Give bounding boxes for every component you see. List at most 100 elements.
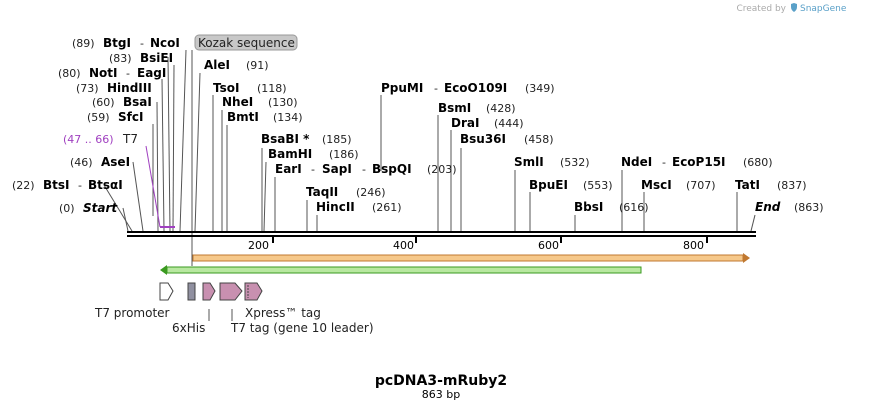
enzyme-name: BspQI [372, 162, 412, 176]
separator: - [140, 37, 144, 50]
enzyme-name: AseI [101, 155, 130, 169]
site-bsiei[interactable]: (83) BsiEI [109, 51, 173, 65]
site-noti-eagi[interactable]: (80) NotI - EagI [58, 66, 166, 80]
separator: - [311, 163, 315, 176]
credit-prefix: Created by [736, 4, 786, 14]
site-asei[interactable]: (46) AseI [70, 155, 130, 169]
feature-xpress[interactable] [219, 282, 243, 301]
feature-orange-arrow[interactable] [192, 253, 750, 263]
site-lines [103, 49, 756, 266]
enzyme-name: TsoI [213, 81, 239, 95]
site-pos: (863) [794, 201, 824, 214]
t7-primer-site [145, 145, 175, 228]
site-start[interactable]: (0) Start [59, 201, 118, 215]
site-msci[interactable]: MscI (707) [641, 178, 716, 192]
label-t7-promoter: T7 promoter [94, 306, 170, 320]
separator: - [434, 82, 438, 95]
primer-name: T7 [122, 132, 138, 146]
site-pos: (616) [619, 201, 649, 214]
enzyme-name: MscI [641, 178, 672, 192]
feature-unlabeled-tag[interactable] [244, 282, 263, 301]
enzyme-name: HindIII [107, 81, 152, 95]
enzyme-name: BbsI [574, 200, 603, 214]
site-t7[interactable]: (47 .. 66) T7 [63, 132, 138, 146]
t7-tag-arrow-icon [202, 282, 216, 301]
ruler: 200 400 600 800 [248, 237, 708, 252]
site-eari-sapi-bspqi[interactable]: EarI - SapI - BspQI (203) [275, 162, 457, 176]
site-pos: (0) [59, 202, 75, 215]
site-alei[interactable]: AleI (91) [204, 58, 269, 72]
enzyme-name: BamHI [268, 147, 312, 161]
site-smli[interactable]: SmlI (532) [514, 155, 590, 169]
site-pos: (185) [322, 133, 352, 146]
site-pos: (60) [92, 96, 115, 109]
site-hindiii[interactable]: (73) HindIII [76, 81, 152, 95]
enzyme-name: NdeI [621, 155, 652, 169]
ruler-label: 200 [248, 239, 269, 252]
enzyme-name: EcoO109I [444, 81, 507, 95]
site-pos: (89) [72, 37, 95, 50]
site-ppumi-ecoo109i[interactable]: PpuMI - EcoO109I (349) [381, 81, 555, 95]
site-bamhi[interactable]: BamHI (186) [268, 147, 359, 161]
site-bsmi[interactable]: BsmI (428) [438, 101, 516, 115]
site-pos: (707) [686, 179, 716, 192]
site-bmti[interactable]: BmtI (134) [227, 110, 303, 124]
site-pos: (83) [109, 52, 132, 65]
site-pos: (91) [246, 59, 269, 72]
site-tsoi[interactable]: TsoI (118) [213, 81, 287, 95]
site-bsai[interactable]: (60) BsaI [92, 95, 152, 109]
start-label: Start [83, 201, 118, 215]
tag-arrow-icon [244, 282, 263, 301]
separator: - [662, 156, 666, 169]
feature-6xhis[interactable] [187, 282, 196, 301]
site-nhei[interactable]: NheI (130) [222, 95, 298, 109]
enzyme-name: BtsI [43, 178, 70, 192]
enzyme-name: EagI [137, 66, 166, 80]
ruler-label: 600 [538, 239, 559, 252]
site-bsabi[interactable]: BsaBI * (185) [261, 132, 352, 146]
enzyme-name: SfcI [118, 110, 143, 124]
feature-t7-tag[interactable] [202, 282, 216, 301]
site-tati[interactable]: TatI (837) [735, 178, 807, 192]
line-btgi [179, 49, 187, 232]
site-sfci[interactable]: (59) SfcI [87, 110, 143, 124]
site-end[interactable]: End (863) [755, 200, 824, 214]
site-drai[interactable]: DraI (444) [451, 116, 524, 130]
enzyme-name: SmlI [514, 155, 544, 169]
site-pos: (246) [356, 186, 386, 199]
site-pos: (837) [777, 179, 807, 192]
site-pos: (553) [583, 179, 613, 192]
site-ndei-ecop15i[interactable]: NdeI - EcoP15I (680) [621, 155, 773, 169]
enzyme-name: BsaI [123, 95, 152, 109]
site-bsu36i[interactable]: Bsu36I (458) [460, 132, 554, 146]
site-pos: (47 .. 66) [63, 133, 114, 146]
site-btsi-btsai[interactable]: (22) BtsI - BtsαI [12, 178, 123, 192]
site-bbsi[interactable]: BbsI (616) [574, 200, 649, 214]
feature-green-arrow[interactable] [160, 265, 642, 275]
site-taqii[interactable]: TaqII (246) [306, 185, 386, 199]
map-length: 863 bp [422, 388, 460, 401]
green-feature-bar [166, 266, 642, 274]
line-btsi [103, 184, 133, 232]
site-btgi-ncoi[interactable]: (89) BtgI - NcoI [72, 36, 180, 50]
green-arrowhead-icon [160, 265, 167, 275]
enzyme-name: BsmI [438, 101, 471, 115]
site-pos: (134) [273, 111, 303, 124]
site-pos: (349) [525, 82, 555, 95]
ruler-label: 400 [393, 239, 414, 252]
site-hincii[interactable]: HincII (261) [316, 200, 402, 214]
ruler-label: 800 [683, 239, 704, 252]
t7-promoter-arrow-icon [159, 282, 174, 301]
site-pos: (680) [743, 156, 773, 169]
orange-arrowhead-icon [743, 253, 750, 263]
line-bsai [156, 101, 159, 232]
line-bamhi [263, 161, 267, 232]
separator: - [78, 179, 82, 192]
map-title: pcDNA3-mRuby2 [375, 373, 507, 389]
label-xpress: Xpress™ tag [245, 306, 321, 320]
feature-t7-promoter[interactable] [159, 282, 174, 301]
enzyme-name: BsaBI * [261, 132, 310, 146]
site-bpuei[interactable]: BpuEI (553) [529, 178, 613, 192]
feature-kozak[interactable]: Kozak sequence [194, 34, 298, 51]
